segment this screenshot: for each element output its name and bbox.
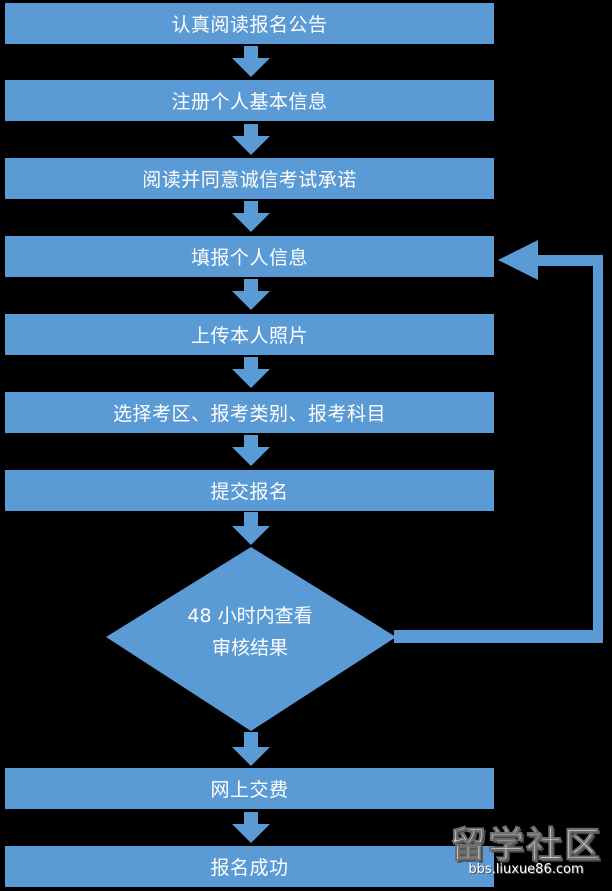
watermark: 留学社区 bbs.liuxue86.com (444, 816, 608, 886)
step-read-notice: 认真阅读报名公告 (5, 3, 494, 44)
watermark-title: 留学社区 (449, 825, 602, 867)
down-arrow-icon (232, 732, 270, 766)
step-registration-success: 报名成功 (5, 846, 494, 887)
step-submit-registration: 提交报名 (5, 470, 494, 511)
decision-line-2: 审核结果 (211, 637, 288, 659)
down-arrow-icon (232, 512, 270, 545)
loop-line-horizontal (394, 630, 603, 643)
down-arrow-icon (232, 812, 270, 843)
decision-label: 48 小时内查看 审核结果 (150, 600, 350, 664)
step-upload-photo: 上传本人照片 (5, 314, 494, 355)
loop-line-top (535, 255, 603, 266)
step-select-exam-options: 选择考区、报考类别、报考科目 (5, 392, 494, 433)
step-fill-personal-info: 填报个人信息 (5, 236, 494, 277)
down-arrow-icon (232, 435, 270, 466)
watermark-url: bbs.liuxue86.com (468, 862, 584, 877)
down-arrow-icon (232, 357, 270, 388)
down-arrow-icon (232, 46, 270, 77)
decision-diamond (106, 547, 396, 731)
step-read-integrity-pledge: 阅读并同意诚信考试承诺 (5, 158, 494, 199)
down-arrow-icon (232, 279, 270, 310)
left-arrow-icon (498, 240, 538, 280)
loop-line-vertical (593, 255, 603, 643)
down-arrow-icon (232, 124, 270, 155)
down-arrow-icon (232, 201, 270, 232)
decision-line-1: 48 小时内查看 (187, 605, 313, 627)
step-online-payment: 网上交费 (5, 768, 494, 809)
step-register-basic-info: 注册个人基本信息 (5, 80, 494, 121)
